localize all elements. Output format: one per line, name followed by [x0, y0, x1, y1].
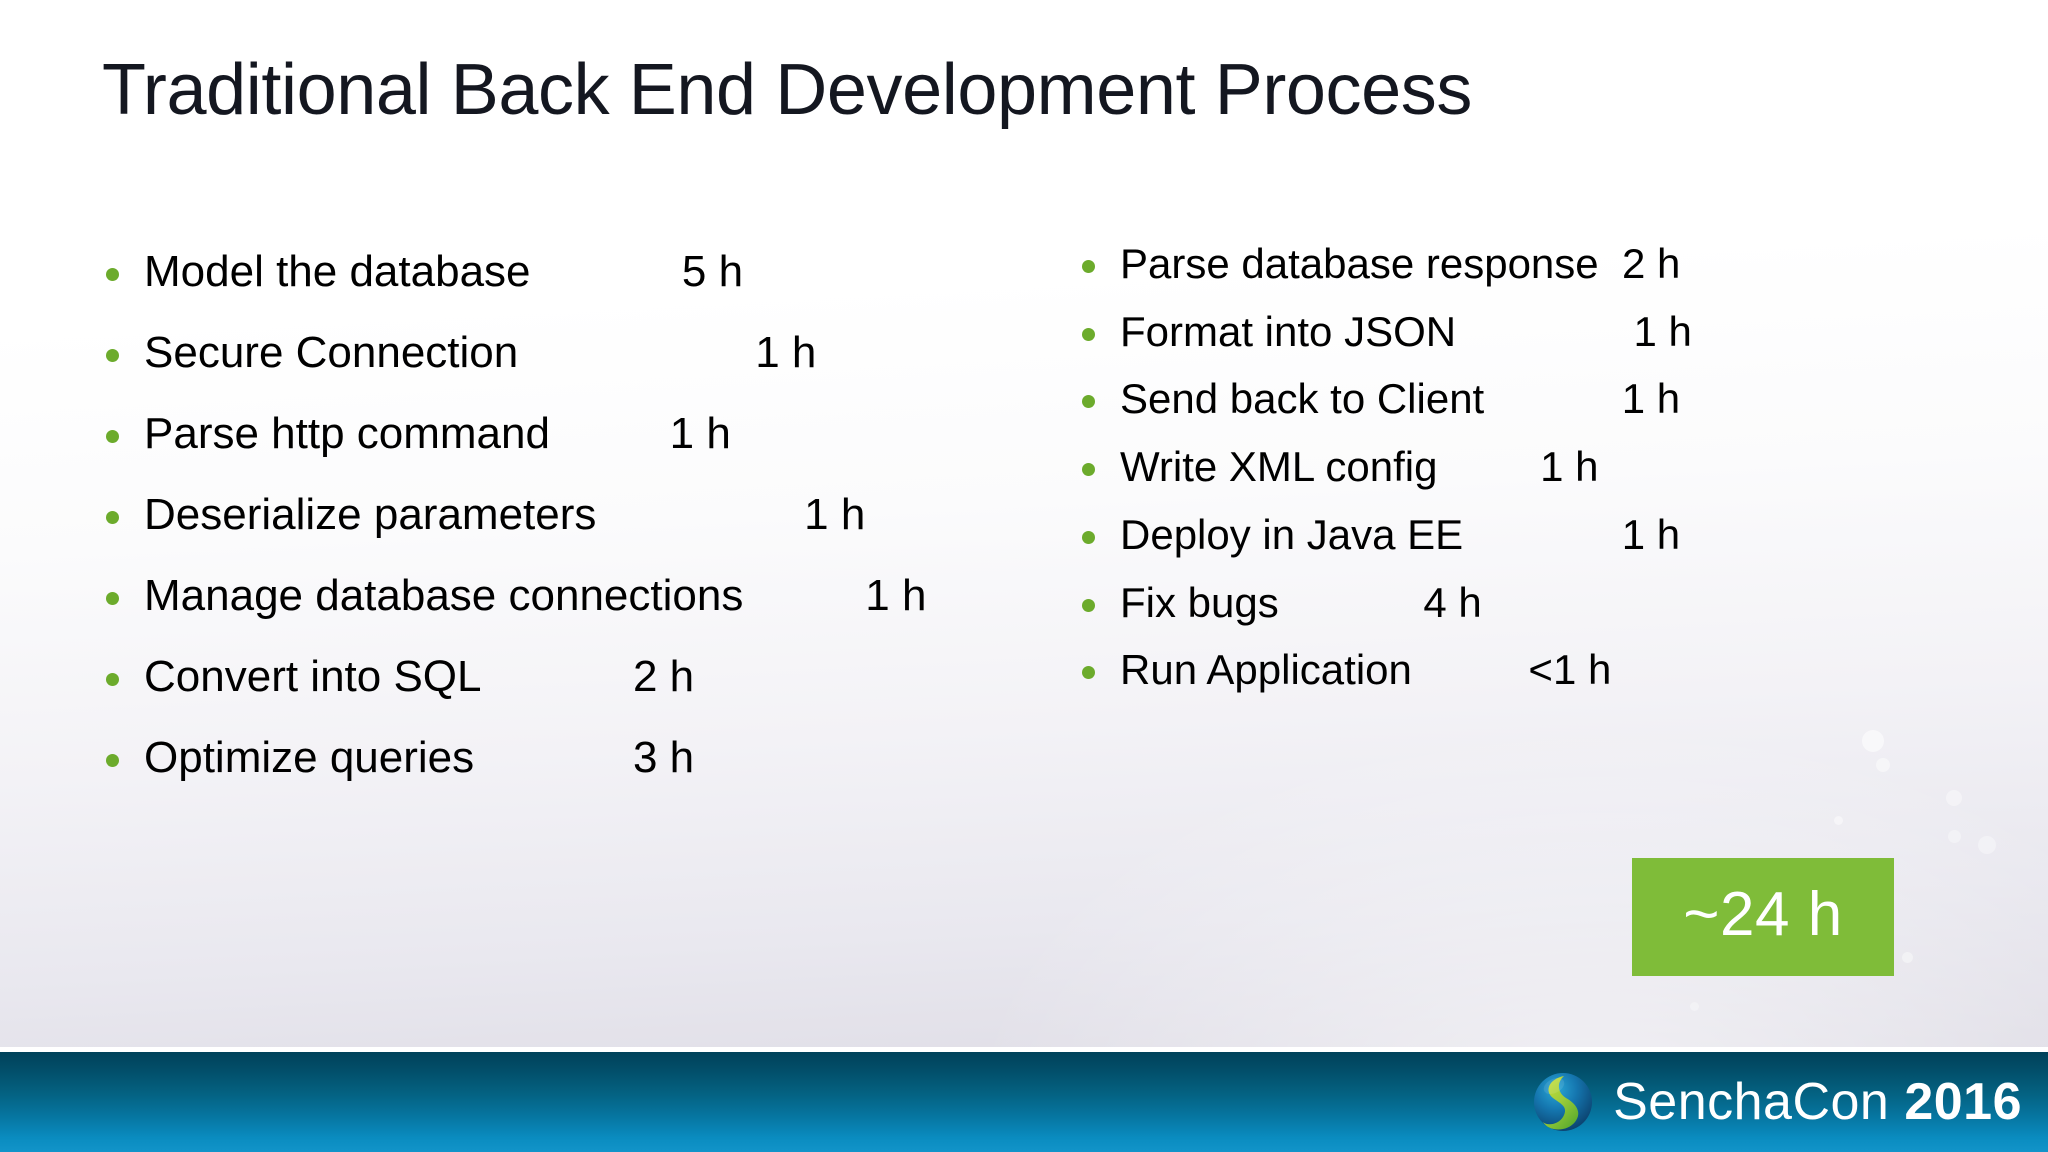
- task-value: 1 h: [804, 490, 866, 540]
- task-value: 1 h: [1540, 443, 1599, 491]
- footer-bar: SenchaCon 2016: [0, 1052, 2048, 1152]
- bullet-dot-icon: [106, 592, 119, 606]
- bokeh-dot: [1946, 790, 1962, 806]
- bullet-dot-icon: [1082, 260, 1095, 273]
- task-value: 1 h: [755, 328, 817, 378]
- task-label: Deploy in Java EE: [1120, 510, 1464, 558]
- list-item: Deploy in Java EE 1 h: [1062, 511, 1962, 560]
- bullet-dot-icon: [1082, 530, 1095, 544]
- list-item: Fix bugs 4 h: [1062, 579, 1962, 628]
- task-value: 1 h: [1621, 375, 1681, 423]
- task-label: Write XML config: [1120, 443, 1438, 491]
- list-item: Run Application <1 h: [1062, 646, 1962, 695]
- task-label: Parse http command: [144, 409, 550, 459]
- list-item: Secure Connection 1 h: [86, 327, 926, 378]
- task-value: <1 h: [1528, 646, 1612, 694]
- task-value: 1 h: [1621, 510, 1681, 558]
- task-label: Secure Connection: [144, 328, 519, 378]
- list-item: Convert into SQL 2 h: [86, 651, 926, 702]
- bokeh-dot: [1978, 836, 1996, 854]
- bullet-dot-icon: [1082, 395, 1095, 409]
- bullet-dot-icon: [1082, 598, 1095, 612]
- task-value: 1 h: [865, 571, 927, 621]
- bullet-dot-icon: [106, 268, 119, 281]
- bokeh-dot: [1862, 730, 1884, 752]
- task-label: Optimize queries: [144, 733, 475, 783]
- bullet-dot-icon: [106, 349, 119, 363]
- task-label: Run Application: [1120, 646, 1412, 694]
- footer-wordmark: SenchaCon 2016: [1613, 1076, 2022, 1128]
- page-title: Traditional Back End Development Process: [102, 50, 1473, 130]
- total-hours-badge: ~24 h: [1632, 858, 1894, 976]
- bullet-dot-icon: [106, 511, 119, 525]
- total-hours-label: ~24 h: [1683, 880, 1843, 949]
- bullet-dot-icon: [1082, 327, 1095, 341]
- task-value: 4 h: [1423, 578, 1482, 626]
- bokeh-dot: [1690, 1002, 1699, 1011]
- task-value: 5 h: [681, 247, 744, 296]
- bullet-dot-icon: [1082, 666, 1095, 680]
- senchacon-logo-icon: [1534, 1073, 1593, 1131]
- task-value: 1 h: [1633, 307, 1692, 355]
- list-item: Send back to Client 1 h: [1062, 375, 1962, 424]
- bokeh-dot: [1876, 758, 1890, 772]
- task-label: Fix bugs: [1120, 578, 1279, 626]
- task-label: Manage database connections: [144, 571, 744, 621]
- bokeh-dot: [1902, 952, 1913, 963]
- footer-brand: SenchaCon 2016: [1531, 1070, 2022, 1134]
- list-item: Parse database response 2 h: [1062, 240, 1962, 289]
- task-label: Parse database response: [1120, 240, 1599, 287]
- brand-year: 2016: [1904, 1073, 2022, 1131]
- bullet-dot-icon: [1082, 463, 1095, 477]
- task-label: Model the database: [144, 247, 531, 296]
- bokeh-dot: [1834, 816, 1843, 825]
- task-value: 3 h: [632, 733, 695, 783]
- task-value: 2 h: [1622, 240, 1681, 287]
- bokeh-dot: [1948, 830, 1961, 843]
- task-value: 2 h: [632, 652, 695, 702]
- list-item: Manage database connections 1 h: [86, 570, 926, 621]
- list-item: Optimize queries 3 h: [86, 732, 926, 783]
- task-label: Deserialize parameters: [144, 490, 597, 540]
- task-label: Send back to Client: [1120, 375, 1485, 423]
- list-item: Format into JSON 1 h: [1062, 308, 1962, 357]
- list-item: Model the database 5 h: [86, 246, 926, 297]
- bullet-dot-icon: [106, 673, 119, 687]
- task-list-right: Parse database response 2 h Format into …: [1062, 240, 1962, 714]
- footer-divider: [0, 1047, 2048, 1052]
- task-value: 1 h: [669, 409, 731, 459]
- bullet-dot-icon: [106, 754, 119, 768]
- brand-name: SenchaCon: [1613, 1073, 1890, 1131]
- bullet-dot-icon: [106, 430, 119, 444]
- task-label: Convert into SQL: [144, 652, 482, 702]
- list-item: Parse http command 1 h: [86, 408, 926, 459]
- task-label: Format into JSON: [1120, 307, 1457, 355]
- task-list-left: Model the database 5 h Secure Connection…: [86, 246, 926, 813]
- list-item: Write XML config 1 h: [1062, 443, 1962, 492]
- list-item: Deserialize parameters 1 h: [86, 489, 926, 540]
